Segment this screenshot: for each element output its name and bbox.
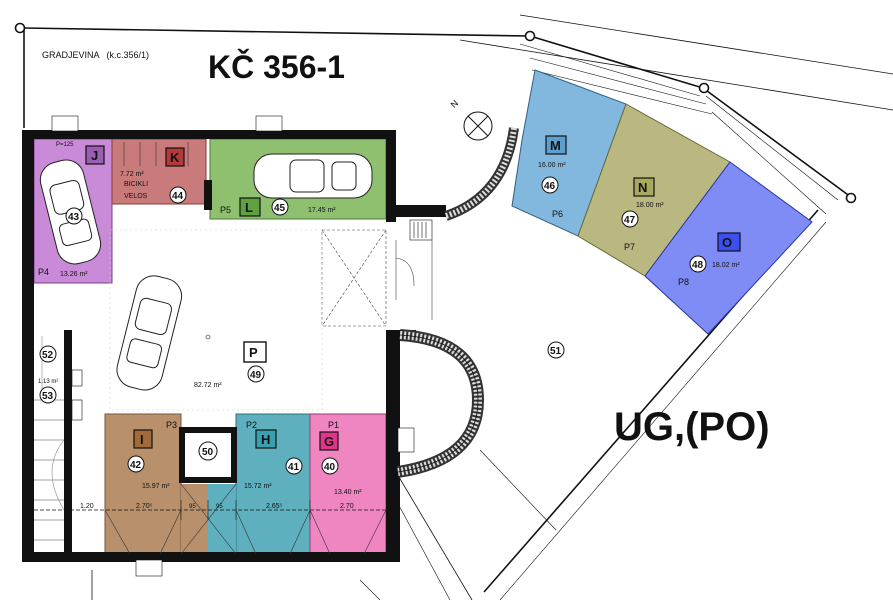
space-o-letter: O xyxy=(722,235,732,250)
space-l-place: P5 xyxy=(220,205,231,215)
curved-walls xyxy=(397,127,519,478)
space-h-num: 41 xyxy=(288,462,300,473)
space-m-area xyxy=(511,69,627,237)
space-j-area: 13.26 m² xyxy=(60,271,88,278)
space-l-num: 45 xyxy=(274,203,286,214)
room-50-num: 50 xyxy=(202,447,214,458)
north-label: N xyxy=(449,98,461,110)
space-j-num: 43 xyxy=(68,212,80,223)
space-l-letter: L xyxy=(245,200,253,215)
space-n-area: 18.00 m² xyxy=(636,202,664,209)
space-n-place: P7 xyxy=(624,242,635,252)
car-drawings xyxy=(39,153,373,391)
space-k-line2: VELOS xyxy=(124,193,148,200)
space-g-area: 13.40 m² xyxy=(334,489,362,496)
car-center-icon xyxy=(116,275,183,391)
car-p5-icon xyxy=(253,153,373,199)
space-i-place: P3 xyxy=(166,420,177,430)
space-j-place: P4 xyxy=(38,267,49,277)
dim-95-a: 95 xyxy=(189,504,196,510)
dim-1-20: 1.20 xyxy=(80,503,94,510)
space-g-dim: 2.70 xyxy=(340,503,354,510)
space-h-dim: 2.65⁵ xyxy=(266,503,283,510)
room-52-num: 52 xyxy=(42,350,54,361)
space-p-num: 49 xyxy=(250,370,262,381)
space-k-area xyxy=(111,138,207,205)
space-j-extra: P=125 xyxy=(56,142,74,148)
space-n-num: 47 xyxy=(624,215,636,226)
space-k-letter: K xyxy=(170,150,180,165)
space-i-letter: I xyxy=(140,432,144,447)
space-m-num: 46 xyxy=(544,181,556,192)
space-m-area: 16.00 m² xyxy=(538,162,566,169)
space-i-area: 15.97 m² xyxy=(142,483,170,490)
space-h-place: P2 xyxy=(246,420,257,430)
space-i-dim: 2.70⁵ xyxy=(136,503,153,510)
space-j-letter: J xyxy=(91,148,98,163)
space-o-area: 18.02 m² xyxy=(712,262,740,269)
room-53-num: 53 xyxy=(42,391,54,402)
space-p-letter: P xyxy=(249,345,258,360)
space-p-area: 82.72 m² xyxy=(194,382,222,389)
dim-95-b: 95 xyxy=(216,504,223,510)
space-g-letter: G xyxy=(324,434,334,449)
space-k-line1: BICIKLI xyxy=(124,181,148,188)
space-g-place: P1 xyxy=(328,420,339,430)
room-51-num: 51 xyxy=(550,346,562,357)
space-m-place: P6 xyxy=(552,209,563,219)
kc-title: KČ 356-1 xyxy=(208,49,345,85)
room-53-area: 1.13 m² xyxy=(38,379,58,385)
level-label: UG,(PO) xyxy=(614,405,770,449)
space-h-letter: H xyxy=(261,432,270,447)
car-p4-icon xyxy=(39,159,102,265)
space-ih-middle xyxy=(181,484,208,554)
space-ih-middle-2 xyxy=(208,484,236,554)
space-o-place: P8 xyxy=(678,277,689,287)
space-k-num: 44 xyxy=(172,191,184,202)
space-o-num: 48 xyxy=(692,260,704,271)
north-compass-icon xyxy=(463,111,493,141)
space-l-area: 17.45 m² xyxy=(308,207,336,214)
space-i-num: 42 xyxy=(130,460,142,471)
building-walls xyxy=(22,130,446,562)
space-g-num: 40 xyxy=(324,462,336,473)
space-h-area: 15.72 m² xyxy=(244,483,272,490)
gradjevina-label: GRADJEVINA (k.c.356/1) xyxy=(42,50,149,60)
space-n-letter: N xyxy=(638,180,647,195)
space-m-letter: M xyxy=(550,138,561,153)
space-k-area: 7.72 m² xyxy=(120,171,144,178)
